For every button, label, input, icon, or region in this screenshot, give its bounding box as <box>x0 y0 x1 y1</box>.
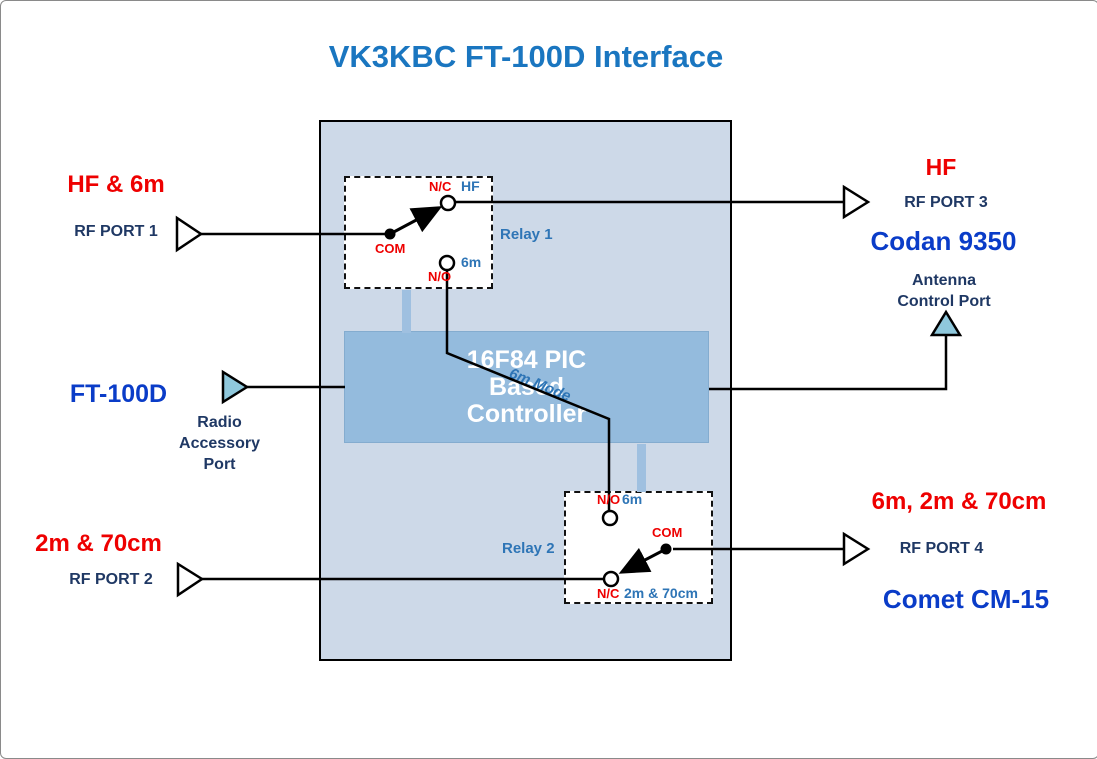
radio-name-label: FT-100D <box>69 380 168 408</box>
controller-line3: Controller <box>466 399 587 428</box>
relay1-nc-band-label: HF <box>461 178 480 194</box>
relay2-no-band-label: 6m <box>622 491 643 507</box>
relay2-no-label: N/O <box>597 492 621 507</box>
relay1-nc-label: N/C <box>429 179 452 194</box>
port1-band-label: HF & 6m <box>67 171 165 198</box>
port3-arrow-icon <box>842 184 871 220</box>
antenna-port-line1: Antenna <box>912 272 976 289</box>
radio-port-line3: Port <box>203 456 236 473</box>
wire-controller-to-antenna-port <box>709 335 948 391</box>
page-title: VK3KBC FT-100D Interface <box>328 39 724 74</box>
port4-device-label: Comet CM-15 <box>882 584 1050 614</box>
antenna-control-arrow-icon <box>929 309 963 337</box>
port2-label: RF PORT 2 <box>69 571 153 588</box>
radio-port-line1: Radio <box>197 414 242 431</box>
radio-accessory-port-label: Radio Accessory Port <box>167 412 272 475</box>
port3-label: RF PORT 3 <box>904 194 988 211</box>
controller-line1: 16F84 PIC <box>466 345 587 374</box>
relay1-com-label: COM <box>375 241 406 256</box>
port2-band-label: 2m & 70cm <box>35 530 162 557</box>
relay2-com-label: COM <box>652 525 683 540</box>
radio-accessory-arrow-icon <box>221 369 250 405</box>
relay1-no-band-label: 6m <box>461 254 482 270</box>
relay1-name: Relay 1 <box>500 226 553 243</box>
port3-band-label: HF <box>925 154 957 180</box>
antenna-control-port-label: Antenna Control Port <box>879 270 1009 312</box>
relay2-box <box>564 491 713 604</box>
port4-band-label: 6m, 2m & 70cm <box>871 488 1047 515</box>
radio-port-line2: Accessory <box>179 435 260 452</box>
port3-device-label: Codan 9350 <box>870 226 1017 256</box>
relay1-no-label: N/O <box>428 269 452 284</box>
relay2-nc-label: N/C <box>597 586 620 601</box>
port1-label: RF PORT 1 <box>74 223 158 240</box>
port4-arrow-icon <box>842 531 871 567</box>
relay2-nc-band-label: 2m & 70cm <box>624 585 698 601</box>
relay2-name: Relay 2 <box>502 540 555 557</box>
antenna-port-line2: Control Port <box>897 293 991 310</box>
port4-label: RF PORT 4 <box>899 540 984 557</box>
